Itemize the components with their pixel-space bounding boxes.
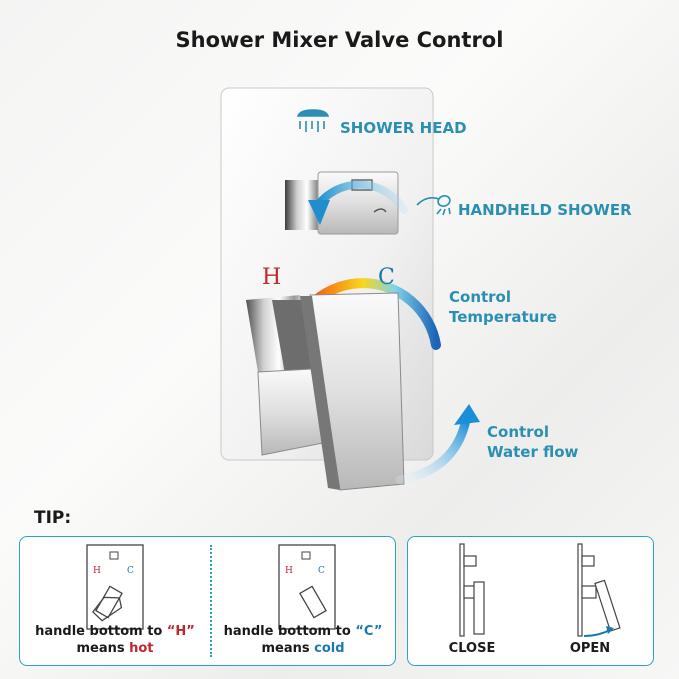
tip-hot-diagram xyxy=(86,544,144,630)
tip-close-diagram xyxy=(459,543,485,637)
tip-flow-box xyxy=(407,536,654,666)
handheld-shower-label: HANDHELD SHOWER xyxy=(458,201,632,219)
handheld-shower-icon xyxy=(416,195,451,216)
cold-letter: C xyxy=(378,265,395,290)
lever-handle xyxy=(246,292,405,491)
diverter-arrow xyxy=(314,180,408,214)
diverter-knob xyxy=(285,171,399,235)
tip-open-diagram xyxy=(577,543,621,637)
shower-head-label: SHOWER HEAD xyxy=(340,119,467,137)
control-temperature-label: Control Temperature xyxy=(449,288,557,326)
tip-heading: TIP: xyxy=(34,508,72,528)
tip-cold-c: C xyxy=(318,566,325,576)
tip-hot-c: C xyxy=(127,566,134,576)
tip-close-label: CLOSE xyxy=(448,641,496,656)
flow-arrow xyxy=(395,415,471,485)
tip-cold-h: H xyxy=(285,566,293,576)
page-title: Shower Mixer Valve Control xyxy=(175,28,504,52)
hot-letter: H xyxy=(262,265,282,290)
control-water-flow-label: Control Water flow xyxy=(487,423,579,461)
tip-hot-h: H xyxy=(93,566,101,576)
tip-cold-caption: handle bottom to “C” means cold xyxy=(223,624,383,656)
shower-head-icon xyxy=(296,109,330,132)
tip-cold-diagram xyxy=(278,544,336,630)
tip-open-label: OPEN xyxy=(569,641,611,656)
tip-divider xyxy=(210,545,212,657)
tip-hot-caption: handle bottom to “H” means hot xyxy=(35,624,195,656)
